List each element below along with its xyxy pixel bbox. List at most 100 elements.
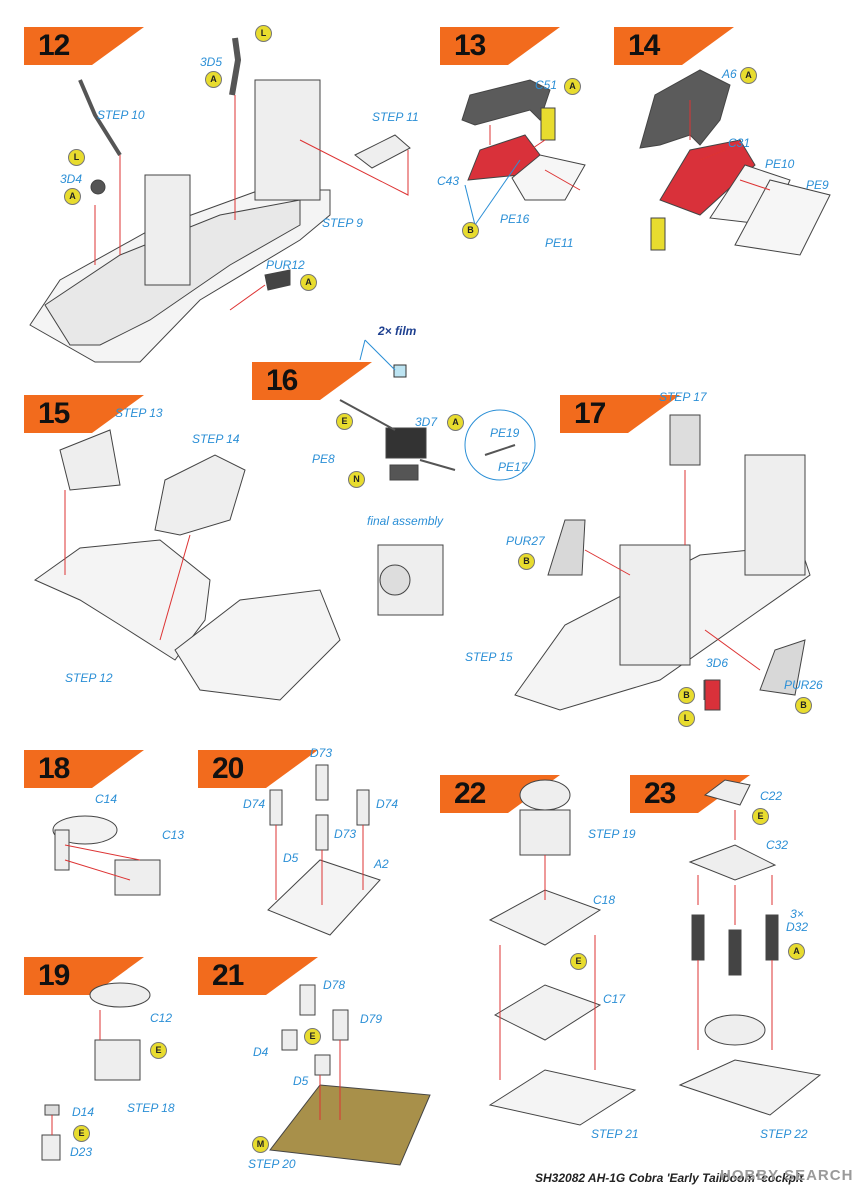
ref-badge: N	[348, 471, 365, 488]
ref-badge: L	[68, 149, 85, 166]
step-22-drawing	[488, 779, 637, 1126]
label-d78: D78	[323, 978, 346, 992]
label-d23: D23	[70, 1145, 93, 1159]
label-step-12: STEP 12	[65, 671, 113, 685]
step-22-badge: 22	[440, 775, 560, 813]
label-step-22: STEP 22	[760, 1127, 808, 1141]
ref-badge: E	[150, 1042, 167, 1059]
step-23-drawing	[678, 779, 822, 1116]
ref-badge: B	[795, 697, 812, 714]
step-20-badge: 20	[198, 750, 318, 788]
ref-badge: E	[336, 413, 353, 430]
label-c43: C43	[437, 174, 460, 188]
label-step-9: STEP 9	[322, 216, 363, 230]
label-c12: C12	[150, 1011, 173, 1025]
label-pe19: PE19	[490, 426, 520, 440]
footer-title: SH32082 AH-1G Cobra 'Early Tailboom' coc…	[535, 1171, 804, 1185]
ref-badge: E	[570, 953, 587, 970]
ref-badge: B	[518, 553, 535, 570]
label-c14: C14	[95, 792, 118, 806]
label-d79: D79	[360, 1012, 383, 1026]
step-19-badge: 19	[24, 957, 144, 995]
label-final-assembly: final assembly	[367, 514, 444, 528]
ref-badge: A	[564, 78, 581, 95]
ref-badge: L	[255, 25, 272, 42]
label-c17: C17	[603, 992, 626, 1006]
label-pe16: PE16	[500, 212, 530, 226]
step-14-drawing	[639, 69, 831, 256]
label-d4: D4	[253, 1045, 269, 1059]
step-18-drawing	[52, 815, 161, 896]
step-14-badge: 14	[614, 27, 734, 65]
step-21-badge: 21	[198, 957, 318, 995]
label-pur26: PUR26	[784, 678, 823, 692]
label-3d4: 3D4	[60, 172, 83, 186]
label-c13: C13	[162, 828, 185, 842]
label-pe8: PE8	[312, 452, 335, 466]
label-c32: C32	[766, 838, 789, 852]
ref-badge: E	[304, 1028, 321, 1045]
label-step-19: STEP 19	[588, 827, 636, 841]
ref-badge: A	[740, 67, 757, 84]
ref-badge: M	[252, 1136, 269, 1153]
ref-badge: A	[64, 188, 81, 205]
label-step-21: STEP 21	[591, 1127, 639, 1141]
label-d73-mid: D73	[334, 827, 357, 841]
label-d14: D14	[72, 1105, 95, 1119]
label-pe9: PE9	[806, 178, 829, 192]
label-step-18: STEP 18	[127, 1101, 175, 1115]
label-pe11: PE11	[545, 236, 574, 250]
label-d74-right: D74	[376, 797, 399, 811]
label-step-13: STEP 13	[115, 406, 163, 420]
label-c22: C22	[760, 789, 783, 803]
label-c18: C18	[593, 893, 616, 907]
step-21-drawing	[269, 984, 431, 1166]
ref-badge: A	[447, 414, 464, 431]
label-step-15: STEP 15	[465, 650, 513, 664]
step-17-badge: 17	[560, 395, 680, 433]
step-15-badge: 15	[24, 395, 144, 433]
label-d5-step20: D5	[283, 851, 299, 865]
ref-badge: B	[678, 687, 695, 704]
step-12-cockpit-drawing	[29, 37, 411, 363]
label-step-17: STEP 17	[659, 390, 707, 404]
label-d5-step21: D5	[293, 1074, 309, 1088]
step-13-drawing	[461, 79, 586, 226]
step-19-drawing	[41, 982, 151, 1161]
ref-badge: A	[205, 71, 222, 88]
label-3d5: 3D5	[200, 55, 223, 69]
label-pe17: PE17	[498, 460, 528, 474]
label-film: 2× film	[378, 324, 417, 338]
watermark: HOBBY SEARCH	[720, 1167, 854, 1184]
step-17-drawing	[514, 414, 811, 711]
label-a6: A6	[722, 67, 737, 81]
step-20-drawing	[267, 764, 381, 936]
step-12-badge: 12	[24, 27, 144, 65]
label-3d6: 3D6	[706, 656, 729, 670]
step-16-drawing	[339, 339, 536, 616]
label-3d7: 3D7	[415, 415, 438, 429]
label-step-10: STEP 10	[97, 108, 145, 122]
label-step-20: STEP 20	[248, 1157, 296, 1171]
label-step-14: STEP 14	[192, 432, 240, 446]
label-d73-top: D73	[310, 746, 333, 760]
label-d74-left: D74	[243, 797, 266, 811]
label-3x-d32: 3× D32	[786, 907, 809, 934]
label-c31: C31	[728, 136, 751, 150]
label-pur27: PUR27	[506, 534, 545, 548]
ref-badge: A	[788, 943, 805, 960]
ref-badge: L	[678, 710, 695, 727]
label-a2: A2	[374, 857, 389, 871]
ref-badge: E	[73, 1125, 90, 1142]
ref-badge: E	[752, 808, 769, 825]
step-13-badge: 13	[440, 27, 560, 65]
step-16-badge: 16	[252, 362, 372, 400]
step-18-badge: 18	[24, 750, 144, 788]
label-c51: C51	[535, 78, 558, 92]
label-step-11: STEP 11	[372, 110, 419, 124]
step-15-drawing	[33, 429, 341, 701]
ref-badge: B	[462, 222, 479, 239]
label-pe10: PE10	[765, 157, 795, 171]
label-pur12: PUR12	[266, 258, 305, 272]
